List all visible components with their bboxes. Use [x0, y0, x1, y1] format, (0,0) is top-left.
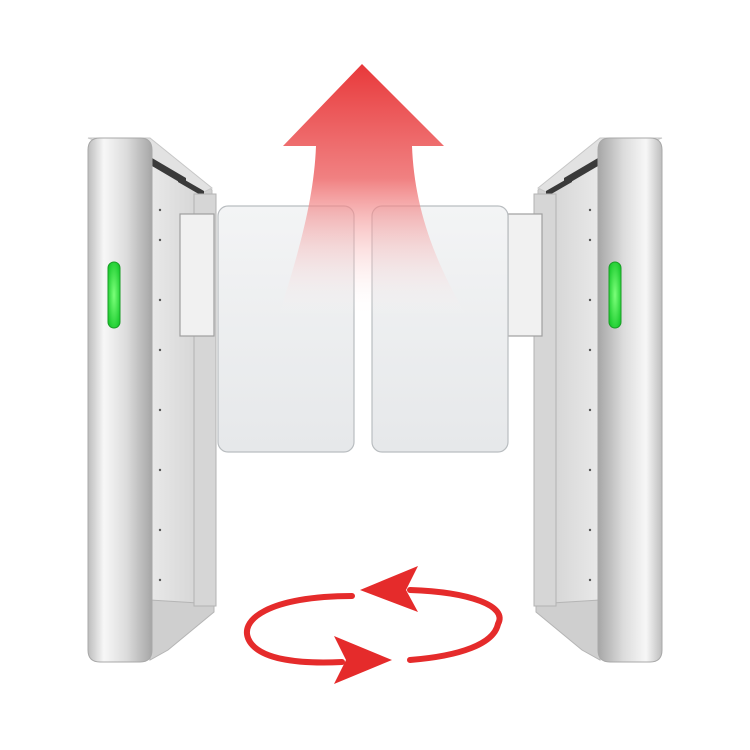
left-cabinet	[87, 137, 228, 663]
left-green-indicator	[107, 261, 121, 329]
rotation-arrows-icon	[243, 587, 503, 666]
right-post	[597, 137, 663, 663]
left-vent-lower	[178, 176, 204, 197]
left-screws	[158, 208, 162, 582]
rotation-arrowhead-bottom	[334, 636, 392, 684]
left-vent-upper	[152, 158, 186, 186]
rotation-arrowhead-top	[360, 566, 418, 612]
up-arrow-icon	[278, 64, 468, 318]
right-cabinet-base	[535, 599, 601, 661]
right-vent-upper	[564, 158, 598, 186]
left-post	[87, 137, 153, 663]
right-vent-lower	[546, 176, 572, 197]
right-green-indicator	[608, 261, 622, 329]
right-hinge-housing	[507, 213, 543, 337]
right-screws	[588, 208, 592, 582]
right-cabinet	[490, 137, 663, 663]
left-hinge-housing	[179, 213, 215, 337]
left-cabinet-base	[149, 599, 215, 661]
